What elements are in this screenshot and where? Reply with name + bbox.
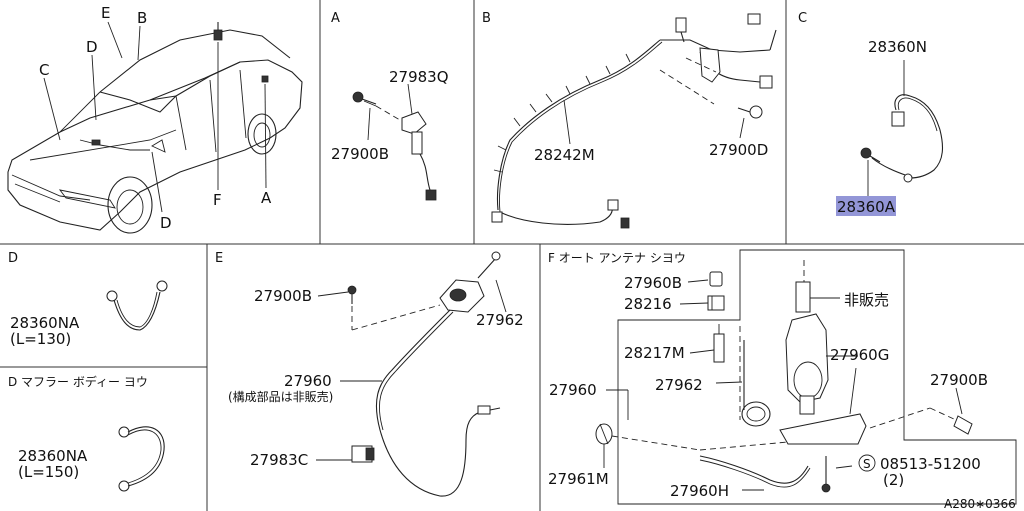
callout-f: F [213,191,222,209]
part-28360na-length-150: (L=150) [18,463,79,481]
highlight-28360a [836,196,896,216]
part-27961m-label: 27961M [548,470,609,488]
part-27900d-label: 27900D [709,141,768,159]
part-28217m-label: 28217M [624,344,685,362]
section-c-drawing [860,60,944,196]
part-08513-51200-qty: (2) [883,471,904,489]
section-d2-title: D マフラー ボディー ヨウ [8,374,148,389]
part-08513-51200-label: 08513-51200 [880,455,981,473]
section-f-title: F オート アンテナ シヨウ [548,251,686,265]
section-b-title: B [482,11,491,26]
part-27900b-label-e: 27900B [254,287,312,305]
part-27900b-label-f: 27900B [930,371,988,389]
callout-e: E [101,4,110,22]
part-27960-note-e: (構成部品は非販売) [228,389,333,404]
s-symbol-letter: S [863,457,871,471]
section-e-drawing [316,251,507,497]
section-c-title: C [798,11,807,26]
callout-a: A [261,189,272,207]
part-27960-label-e: 27960 [284,372,332,390]
part-28360na-label-150: 28360NA [18,447,88,465]
part-27983c-label: 27983C [250,451,308,469]
part-27983q-label: 27983Q [389,68,449,86]
part-28216-label: 28216 [624,295,672,313]
part-27960g-label: 27960G [830,346,889,364]
section-e-title: E [215,251,223,266]
part-27900b-label-a: 27900B [331,145,389,163]
part-28360na-length-130: (L=130) [10,330,71,348]
section-b-drawing [491,13,777,229]
section-f-drawing [595,249,1017,505]
section-d2-drawing [118,426,165,492]
section-a-drawing [352,83,437,201]
section-d1-drawing [106,280,168,331]
part-28360na-label-130: 28360NA [10,314,80,332]
part-28360a-label: 28360A [837,198,896,216]
part-27960b-label: 27960B [624,274,682,292]
part-27962-label-e: 27962 [476,311,524,329]
s-symbol-circle [858,454,876,472]
diagram-reference-code: A280∗0366 [944,497,1016,511]
part-28242m-label: 28242M [534,146,595,164]
section-d1-title: D [8,251,18,266]
part-27960-label-f: 27960 [549,381,597,399]
callout-b: B [137,9,147,27]
car-overview [7,21,303,234]
section-a-title: A [331,11,340,26]
part-not-for-sale-label: 非販売 [844,291,889,309]
callout-d-top: D [86,38,98,56]
part-27962-label-f: 27962 [655,376,703,394]
part-27960h-label: 27960H [670,482,729,500]
callout-d-bottom: D [160,214,172,232]
part-28360n-label: 28360N [868,38,927,56]
callout-c: C [39,61,49,79]
